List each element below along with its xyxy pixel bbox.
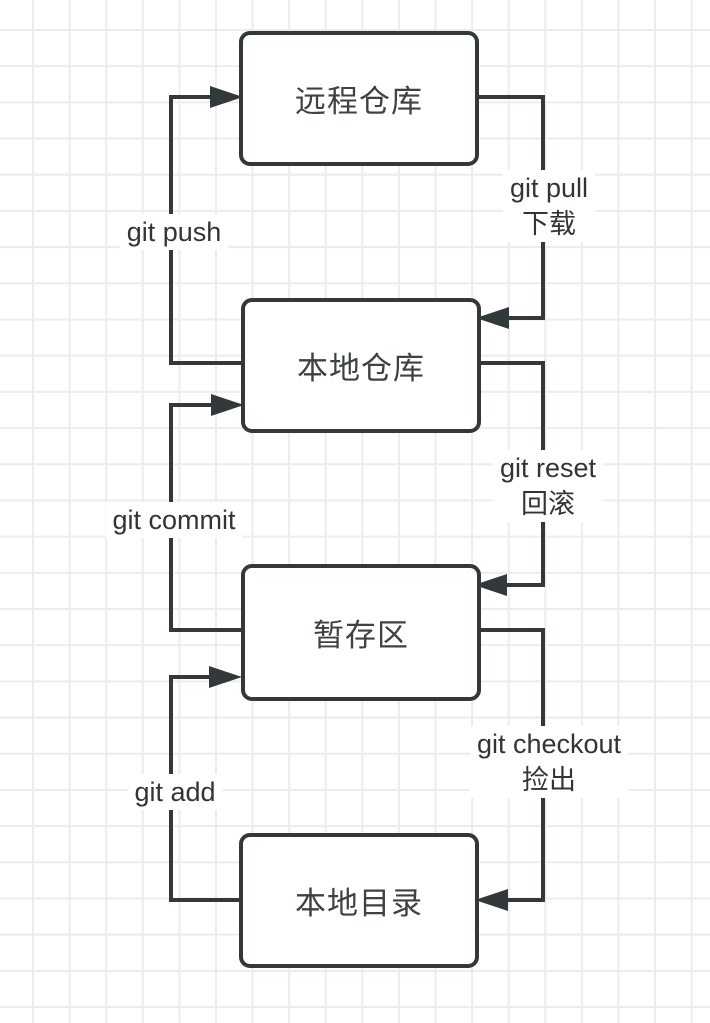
node-local-repo: 本地仓库 bbox=[241, 298, 481, 433]
arrowhead-git-commit bbox=[211, 394, 244, 416]
node-local-repo-label: 本地仓库 bbox=[297, 351, 425, 386]
arrowhead-git-add bbox=[209, 666, 242, 688]
edge-label-git-reset: git reset 回滚 bbox=[492, 450, 604, 522]
arrowhead-git-push bbox=[210, 86, 243, 108]
edge-label-git-checkout: git checkout 捡出 bbox=[469, 726, 629, 798]
arrowhead-git-pull bbox=[476, 307, 509, 329]
edge-label-git-reset-text: git reset bbox=[499, 453, 597, 483]
node-local-dir: 本地目录 bbox=[239, 833, 479, 968]
edge-label-git-pull-subtext: 下载 bbox=[521, 209, 576, 239]
edge-label-git-pull: git pull 下载 bbox=[502, 170, 596, 242]
edge-label-git-checkout-subtext: 捡出 bbox=[522, 765, 576, 795]
node-staging-area-label: 暂存区 bbox=[313, 618, 409, 653]
arrowhead-git-reset bbox=[474, 574, 507, 596]
edge-label-git-push: git push bbox=[119, 214, 229, 250]
edge-label-git-push-text: git push bbox=[126, 217, 222, 247]
edge-label-git-commit: git commit bbox=[105, 502, 243, 538]
edge-label-git-commit-text: git commit bbox=[112, 505, 236, 535]
node-local-dir-label: 本地目录 bbox=[295, 886, 423, 921]
edge-label-git-add-text: git add bbox=[134, 777, 216, 807]
edge-label-git-add: git add bbox=[127, 774, 223, 810]
edge-label-git-checkout-text: git checkout bbox=[476, 729, 622, 759]
edge-label-git-reset-subtext: 回滚 bbox=[520, 489, 575, 519]
node-remote-repo: 远程仓库 bbox=[239, 31, 479, 166]
node-remote-repo-label: 远程仓库 bbox=[295, 84, 423, 119]
arrowhead-git-checkout bbox=[475, 889, 508, 911]
edge-label-git-pull-text: git pull bbox=[509, 173, 589, 203]
node-staging-area: 暂存区 bbox=[241, 564, 481, 701]
